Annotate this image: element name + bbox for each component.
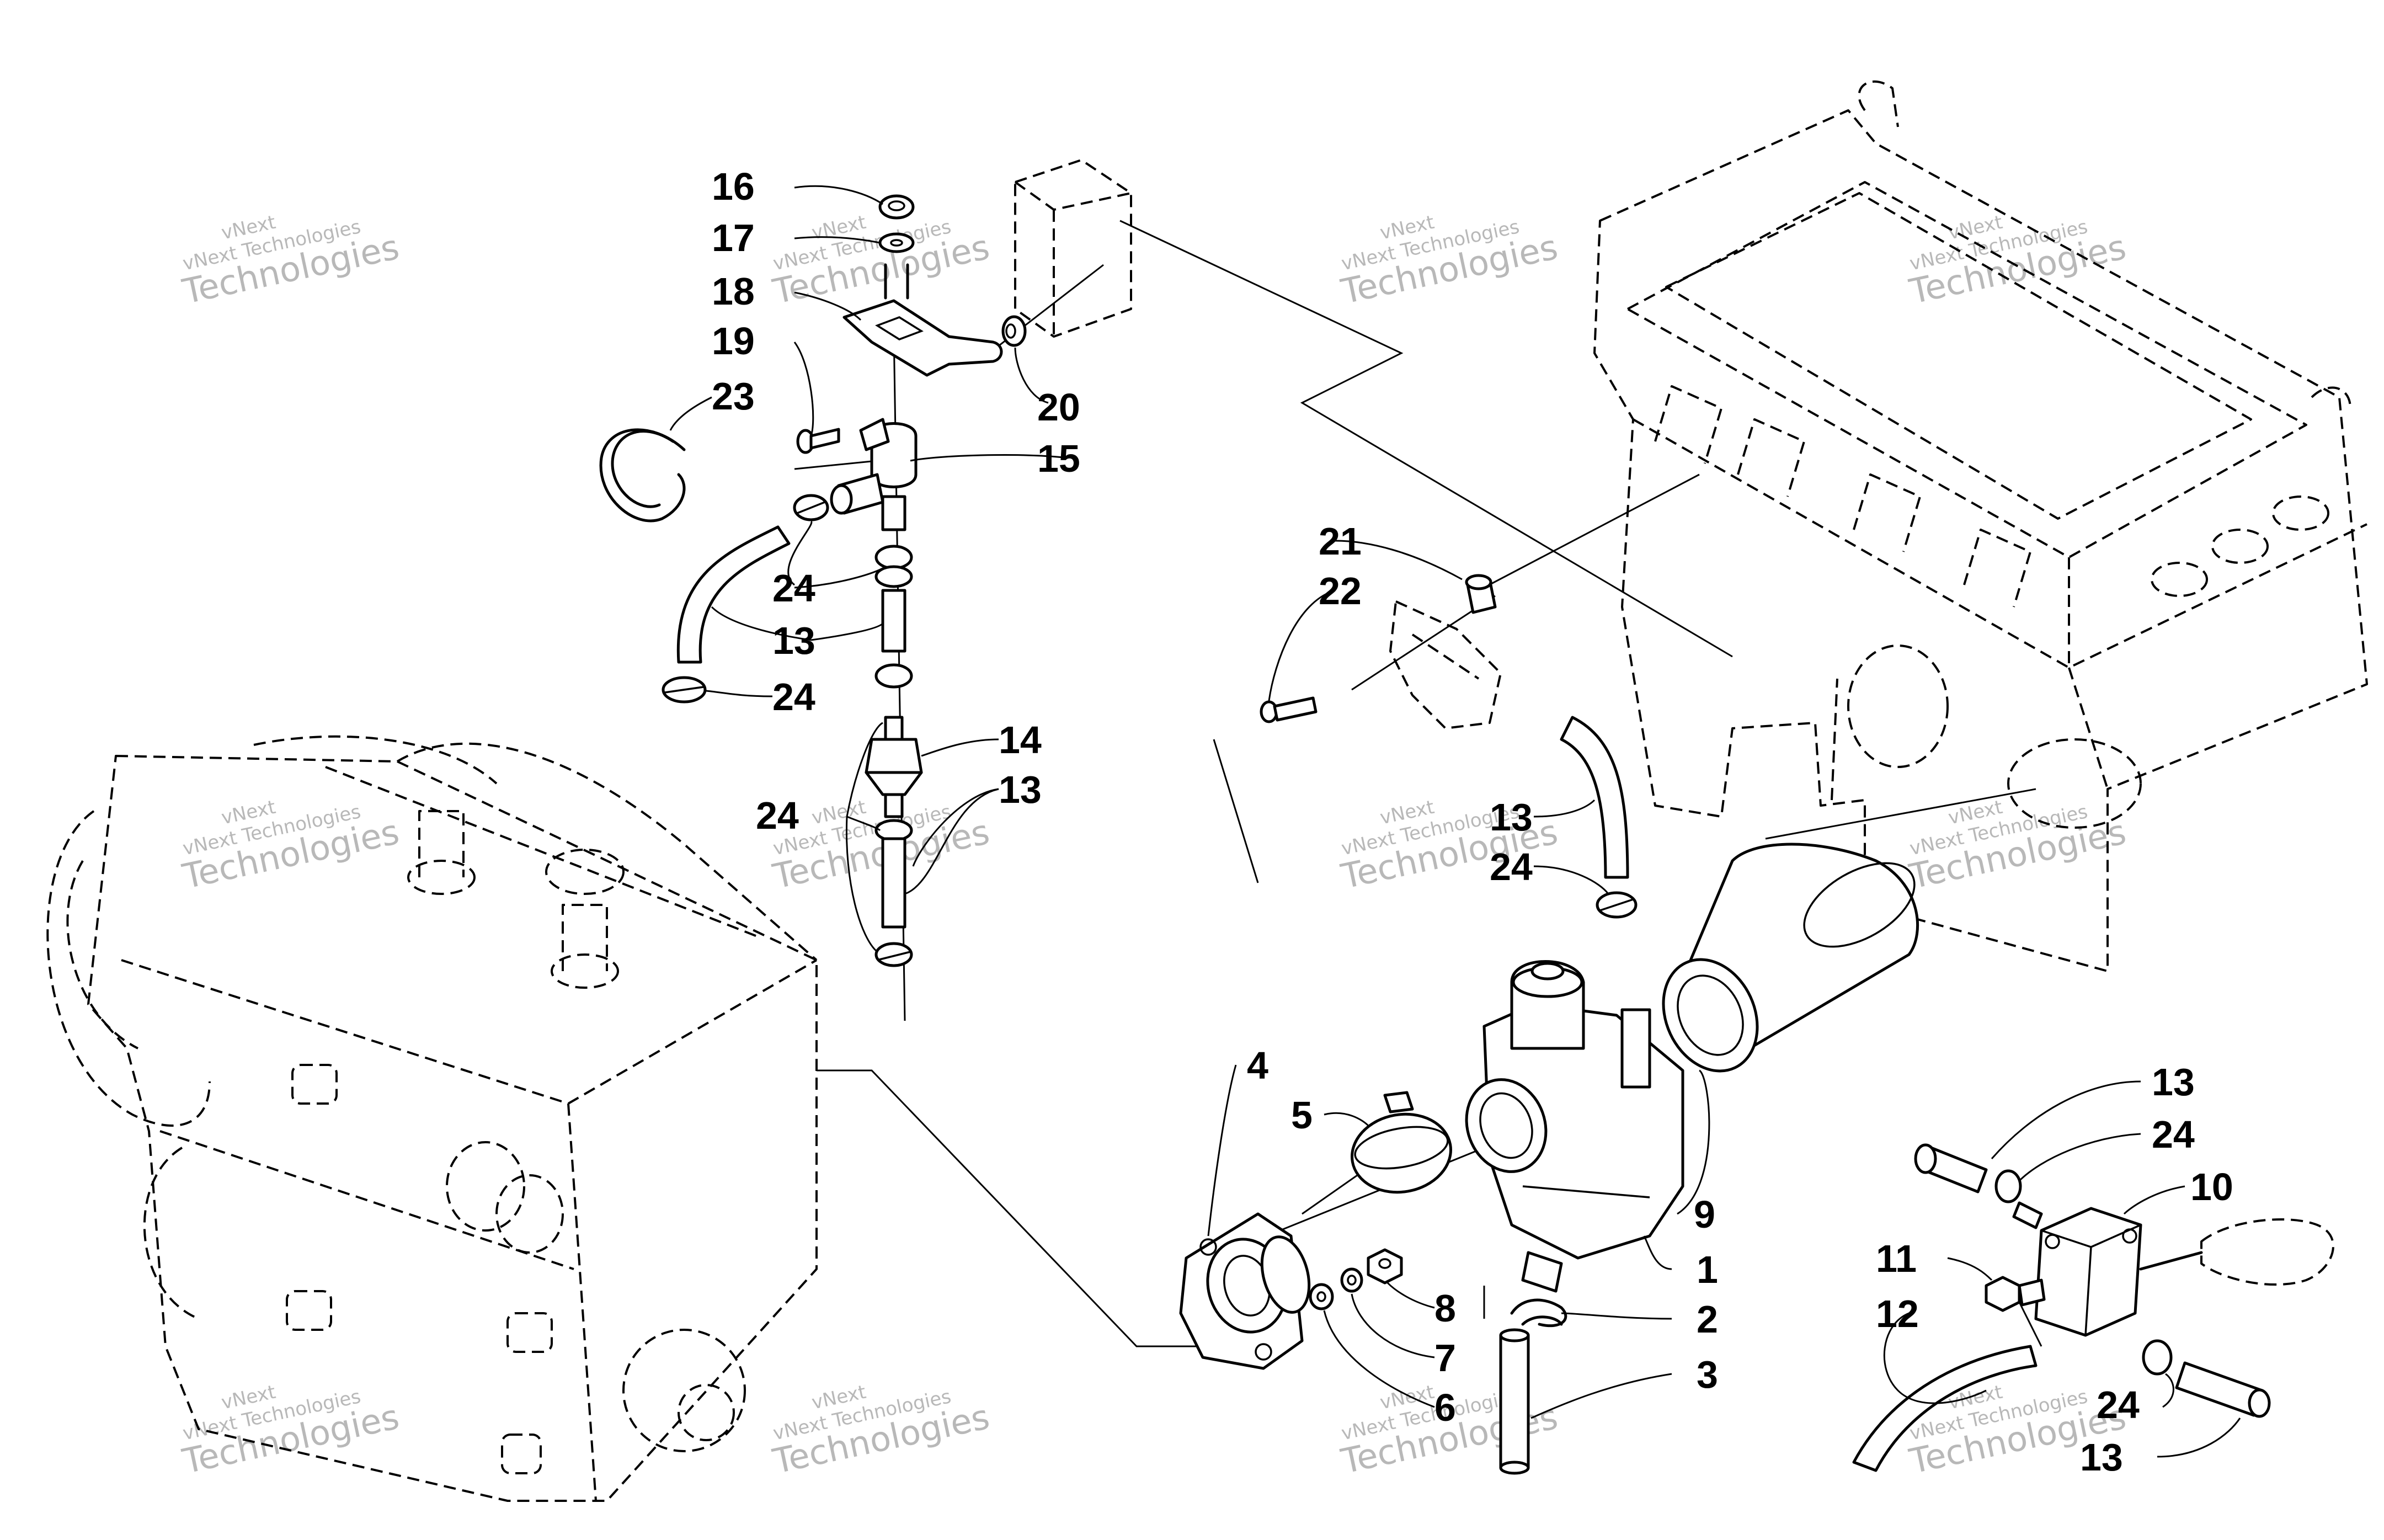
part-19-screw [796, 428, 840, 454]
part-22-bolt [1260, 696, 1318, 723]
part-18-bracket [842, 263, 1003, 377]
part-24-clamp-d [874, 663, 913, 689]
part-1-carburetor [1465, 960, 1684, 1293]
part-11-nut [1985, 1276, 2021, 1312]
part-9-intake-boot [1662, 843, 1919, 1073]
callout-13e: 13 [2080, 1436, 2123, 1479]
part-13-hose-f [2175, 1361, 2271, 1418]
engine-block-outline [46, 735, 818, 1502]
callout-24b: 24 [772, 675, 815, 718]
part-10-fuel-pump [2012, 1201, 2142, 1337]
part-12-hose [1852, 1345, 2038, 1472]
callout-16: 16 [712, 165, 755, 208]
callout-3: 3 [1697, 1353, 1718, 1396]
part-24-clamp-c [874, 545, 913, 588]
watermark-8: vNext vNext Technologies Technologies [1906, 796, 2130, 897]
part-23-clip [599, 428, 686, 523]
part-24-clamp-h [1994, 1169, 2022, 1203]
part-14-fuel-filter [865, 716, 923, 818]
part-16-nut [878, 194, 915, 220]
callout-23: 23 [712, 375, 755, 418]
callout-21: 21 [1319, 520, 1362, 563]
callout-20: 20 [1037, 386, 1080, 429]
callout-11: 11 [1876, 1237, 1917, 1280]
part-13-hose-d [1560, 716, 1629, 879]
callout-12: 12 [1876, 1292, 1919, 1335]
callout-1: 1 [1697, 1248, 1718, 1291]
callout-24d: 24 [1490, 845, 1533, 888]
part-2-clip [1510, 1298, 1567, 1328]
callout-18: 18 [712, 270, 755, 313]
callouts: 16 17 18 19 23 20 15 24 13 24 14 24 13 2… [712, 165, 2233, 1479]
part-13-hose-e [1914, 1143, 1988, 1193]
part-13-hose-b [881, 589, 906, 653]
part-13-hose-a [676, 525, 791, 664]
callout-2: 2 [1697, 1298, 1718, 1341]
callout-15: 15 [1037, 437, 1080, 480]
callout-24e: 24 [2152, 1113, 2195, 1156]
mount-bracket-outline [1389, 600, 1502, 729]
callout-19: 19 [712, 319, 755, 363]
callout-8: 8 [1434, 1287, 1456, 1330]
callout-13d: 13 [2152, 1061, 2195, 1104]
callout-4: 4 [1247, 1044, 1268, 1087]
callout-6: 6 [1434, 1386, 1456, 1429]
part-24-clamp-b [662, 676, 707, 704]
solenoid-outline [1014, 159, 1132, 338]
part-6-washer [1309, 1283, 1334, 1310]
part-3-drain-hose [1499, 1328, 1530, 1475]
watermark-10: vNext vNext Technologies Technologies [769, 1381, 993, 1482]
callout-13b: 13 [999, 768, 1042, 811]
callout-24c: 24 [756, 794, 799, 837]
part-13-hose-c [881, 837, 906, 929]
part-24-clamp-i [2142, 1339, 2173, 1376]
part-4-intake-flange [1179, 1212, 1311, 1370]
part-17-washer [878, 232, 915, 253]
callout-5: 5 [1291, 1094, 1313, 1137]
callout-13c: 13 [1490, 796, 1533, 839]
part-21-spacer [1465, 574, 1497, 614]
callout-22: 22 [1319, 569, 1362, 612]
part-15-fuel-valve [830, 418, 918, 531]
part-7-lock-washer [1340, 1267, 1363, 1293]
pump-fitting-outline [2139, 1218, 2334, 1286]
watermark-4: vNext vNext Technologies Technologies [1906, 211, 2130, 312]
callout-10: 10 [2190, 1165, 2233, 1208]
leader-lines [669, 185, 2241, 1458]
watermark-1: vNext vNext Technologies Technologies [179, 211, 403, 312]
callout-13a: 13 [772, 619, 815, 662]
part-24-clamp-a [793, 494, 829, 521]
callout-17: 17 [712, 216, 755, 259]
callout-9: 9 [1694, 1193, 1715, 1236]
part-24-clamp-f [874, 942, 913, 967]
watermark-5: vNext vNext Technologies Technologies [179, 796, 403, 897]
air-box-outline [1593, 80, 2368, 972]
callout-24f: 24 [2097, 1383, 2140, 1426]
watermark-3: vNext vNext Technologies Technologies [1337, 211, 1561, 312]
part-24-clamp-g [1596, 891, 1638, 919]
watermark-9: vNext vNext Technologies Technologies [179, 1381, 403, 1482]
part-20-grommet [1001, 315, 1027, 347]
part-5-clamp-band [1351, 1091, 1452, 1194]
callout-7: 7 [1434, 1336, 1456, 1379]
part-8-nut [1367, 1248, 1403, 1285]
callout-24a: 24 [772, 567, 815, 610]
callout-14: 14 [999, 718, 1042, 761]
